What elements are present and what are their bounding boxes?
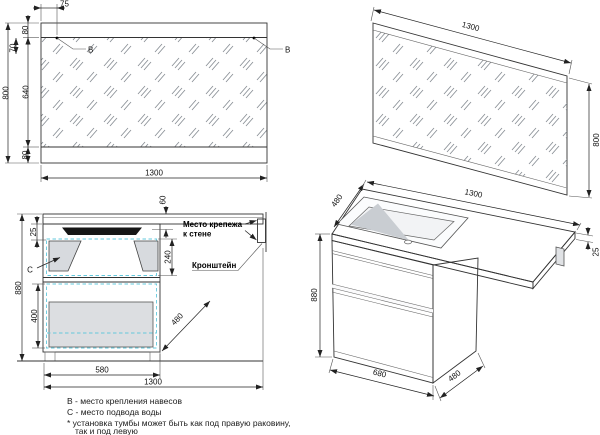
dim-25-label: 25 bbox=[29, 227, 38, 236]
mirror-front-view: В В 75 800 80 bbox=[2, 0, 290, 182]
cabinet-box bbox=[42, 223, 161, 353]
ref-b-right: В bbox=[253, 37, 290, 55]
cabinet-front-face bbox=[331, 239, 434, 384]
cabinet-front-view: Место крепежа к стене Кронштейн С bbox=[14, 195, 267, 390]
note-c: С - место подвода воды bbox=[67, 407, 162, 417]
dim-persp-height: 880 bbox=[310, 233, 332, 358]
dim-counter-thickness: 25 bbox=[575, 227, 600, 256]
dim-total-width: 1300 bbox=[44, 248, 264, 390]
dim-800-label: 800 bbox=[2, 86, 11, 100]
dim-persp-cabinet-width: 680 bbox=[328, 358, 435, 400]
dim-400-label: 400 bbox=[30, 309, 39, 323]
cabinet-side-face bbox=[432, 257, 479, 384]
sink-drain bbox=[404, 239, 412, 245]
note-b: В - место крепления навесов bbox=[67, 396, 182, 406]
mount-label: Место крепежа к стене bbox=[183, 220, 257, 241]
dim-80-top-label: 80 bbox=[21, 25, 30, 34]
counter-support-bracket bbox=[555, 246, 565, 267]
sink-clearance-right bbox=[133, 240, 159, 272]
dim-70-label: 70 bbox=[9, 43, 18, 52]
ref-b-right-label: В bbox=[285, 46, 290, 55]
counter-end-face bbox=[532, 230, 576, 290]
drawer-gap bbox=[332, 284, 433, 313]
ref-b-left: В bbox=[56, 37, 93, 55]
dim-persp-800-label: 800 bbox=[592, 133, 600, 147]
dim-drawer1-height: 240 bbox=[158, 238, 177, 276]
dim-mirror-height: 800 bbox=[2, 22, 39, 164]
dim-bracket-offset-x: 75 bbox=[33, 0, 69, 35]
bracket-label-text: Кронштейн bbox=[192, 261, 236, 270]
dim-bracket-offset-y: 70 bbox=[9, 38, 19, 54]
dim-cabinet-height: 880 bbox=[14, 213, 42, 361]
drawer2-dashed-outline bbox=[46, 283, 157, 349]
dim-front-depth: 480 bbox=[161, 300, 211, 352]
drawer2-panel bbox=[48, 301, 154, 348]
mirror-frame bbox=[40, 22, 268, 164]
dim-880-label: 880 bbox=[14, 281, 23, 295]
note-asterisk-line2: так и под левую bbox=[75, 426, 138, 435]
cabinet-perspective-view: 480 1300 25 880 680 bbox=[310, 179, 600, 402]
ref-b-left-label: В bbox=[88, 46, 93, 55]
dim-top-band: 80 bbox=[21, 15, 39, 45]
sink-clearance-left bbox=[48, 240, 82, 272]
dim-80-bottom-label: 80 bbox=[21, 150, 30, 159]
dim-persp-width: 1300 bbox=[361, 179, 582, 231]
note-asterisk-line1: * установка тумбы может быть как под пра… bbox=[67, 418, 291, 428]
dim-240-label: 240 bbox=[164, 250, 173, 264]
sink-silhouette bbox=[62, 227, 142, 235]
dim-counter-height: 60 bbox=[152, 195, 173, 238]
dim-front-480-label: 480 bbox=[169, 311, 185, 327]
dim-persp-cabinet-depth: 480 bbox=[434, 352, 486, 402]
dim-60-label: 60 bbox=[159, 195, 168, 204]
leg-right bbox=[149, 351, 161, 362]
dim-640-label: 640 bbox=[22, 85, 31, 99]
dim-front-1300-label: 1300 bbox=[144, 378, 162, 387]
dim-persp-480-top-label: 480 bbox=[329, 192, 344, 209]
dim-persp-1300-label: 1300 bbox=[464, 187, 484, 199]
mirror-glass-hatch bbox=[41, 38, 267, 147]
leg-left bbox=[44, 351, 56, 362]
dim-drawer2-height: 400 bbox=[30, 283, 45, 349]
dim-mirror-width: 1300 bbox=[40, 165, 268, 182]
bracket-label: Кронштейн bbox=[192, 243, 263, 271]
dim-cabinet-width: 580 bbox=[43, 354, 161, 390]
dim-glass-height: 640 bbox=[22, 37, 39, 148]
dim-persp-480-bottom-label: 480 bbox=[446, 368, 463, 384]
panel-bottom-band-line bbox=[372, 135, 568, 189]
dim-75-label: 75 bbox=[60, 0, 69, 9]
dim-sink-band: 25 bbox=[29, 216, 46, 248]
dim-persp-25-label: 25 bbox=[592, 247, 600, 256]
mirror-panel-glass bbox=[373, 30, 567, 188]
notes-block: В - место крепления навесов С - место по… bbox=[67, 396, 291, 435]
ref-c-label: С bbox=[27, 266, 33, 275]
dim-1300-label: 1300 bbox=[145, 169, 163, 178]
dim-persp-680-label: 680 bbox=[372, 368, 388, 380]
mirror-perspective-view: 1300 800 bbox=[370, 6, 600, 199]
wall-bracket bbox=[257, 218, 266, 243]
dim-persp-mirror-height: 800 bbox=[568, 77, 600, 199]
dim-bottom-band: 80 bbox=[21, 147, 31, 163]
mount-label-line1: Место крепежа bbox=[183, 220, 243, 229]
dim-persp-880-label: 880 bbox=[310, 288, 319, 302]
dim-580-label: 580 bbox=[95, 366, 109, 375]
mount-label-line2: к стене bbox=[183, 230, 212, 239]
dim-persp-1300-label: 1300 bbox=[461, 20, 481, 33]
ref-c: С bbox=[27, 257, 61, 275]
